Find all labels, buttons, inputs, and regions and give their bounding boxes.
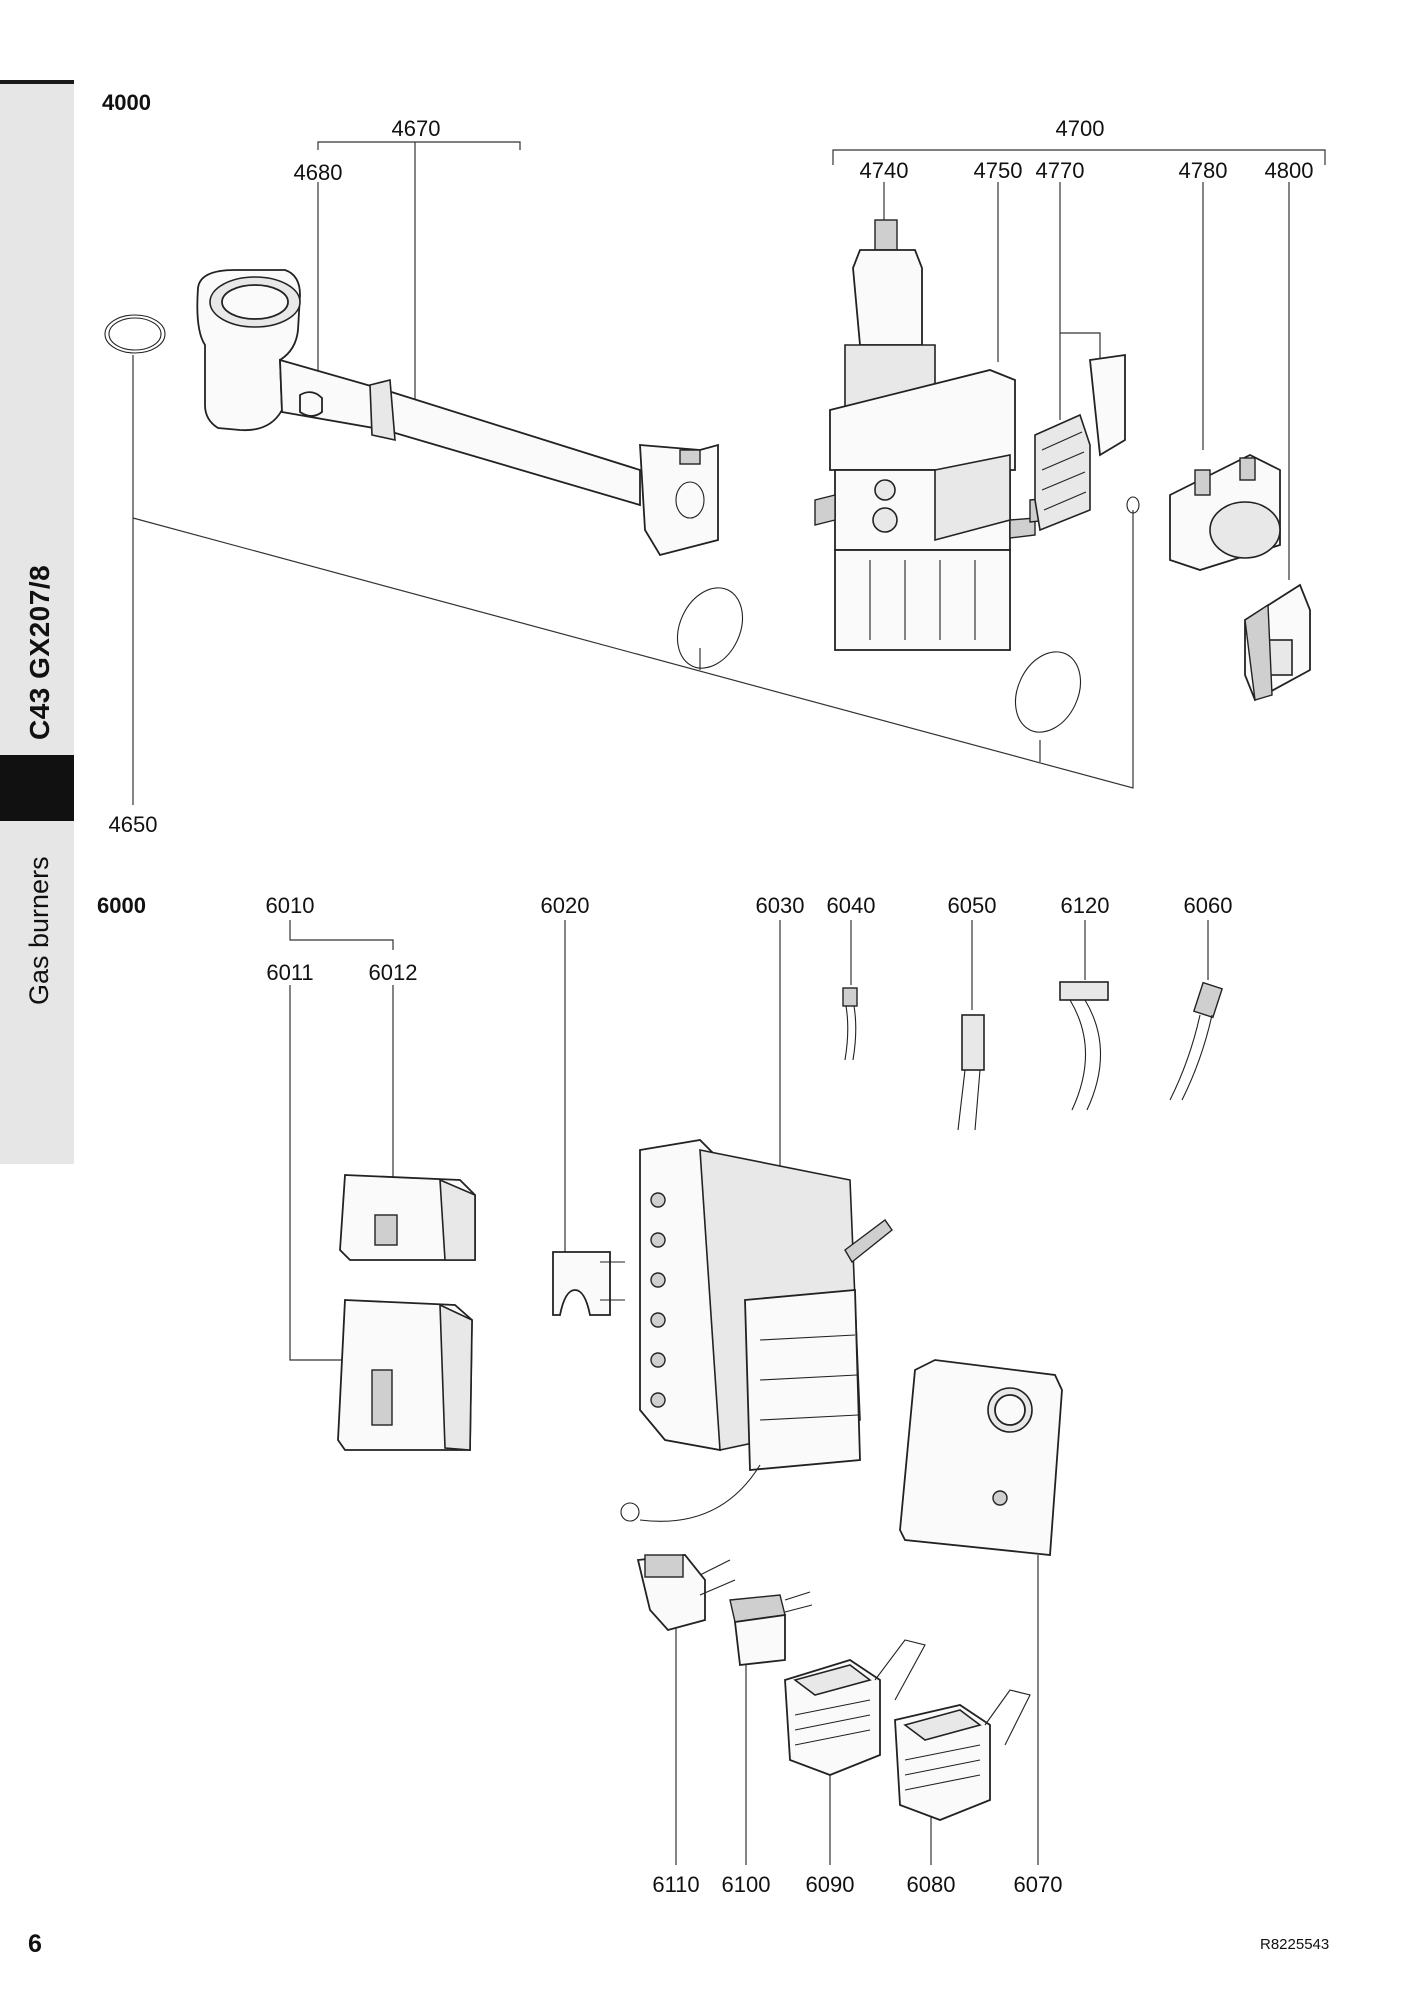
part-label-4750: 4750 <box>973 158 1023 183</box>
part-label-6110: 6110 <box>652 1872 700 1897</box>
sidebar-panel <box>0 84 74 1164</box>
sidebar-marker-block <box>0 755 74 821</box>
part-label-6100: 6100 <box>721 1872 771 1897</box>
part-label-6030: 6030 <box>755 893 805 918</box>
part-label-6070: 6070 <box>1013 1872 1063 1897</box>
document-reference: R8225543 <box>1260 1936 1330 1953</box>
clamp-4800 <box>1244 583 1311 702</box>
sensor-6060 <box>1169 981 1224 1101</box>
small-seal <box>1126 496 1140 514</box>
part-label-4680: 4680 <box>293 160 343 185</box>
cable-6040 <box>842 987 858 1061</box>
part-label-4700: 4700 <box>1055 116 1105 141</box>
plug-6011 <box>337 1299 473 1451</box>
part-label-4770: 4770 <box>1035 158 1085 183</box>
part-label-4800: 4800 <box>1264 158 1314 183</box>
connector-6110 <box>636 1554 736 1632</box>
leader-lines-6000 <box>289 920 1209 1865</box>
part-label-6060: 6060 <box>1183 893 1233 918</box>
pressure-switch-4780 <box>1169 453 1281 571</box>
valve-plug-6090 <box>784 1639 926 1776</box>
gas-pipe-4670 <box>196 269 719 557</box>
part-label-4650: 4650 <box>108 812 158 837</box>
gas-valve-4700 <box>814 219 1051 651</box>
plug-6012 <box>339 1174 476 1261</box>
o-ring-4650-b <box>676 587 744 669</box>
leader-lines-4000 <box>132 141 1326 805</box>
cable-6050 <box>957 1014 985 1131</box>
part-label-6090: 6090 <box>805 1872 855 1897</box>
control-unit-6030 <box>620 1139 893 1522</box>
part-label-6080: 6080 <box>906 1872 956 1897</box>
part-label-6011: 6011 <box>266 960 314 985</box>
part-label-6020: 6020 <box>540 893 590 918</box>
cable-6120 <box>1059 981 1109 1111</box>
connector-6100 <box>729 1591 813 1666</box>
bridge-6020 <box>552 1251 625 1316</box>
cover-6070 <box>899 1359 1063 1556</box>
o-ring-4650-c <box>1014 651 1082 733</box>
part-label-6010: 6010 <box>265 893 315 918</box>
part-label-4780: 4780 <box>1178 158 1228 183</box>
part-label-6050: 6050 <box>947 893 997 918</box>
part-label-4670: 4670 <box>391 116 441 141</box>
page-number: 6 <box>28 1930 42 1958</box>
valve-plug-6080 <box>894 1689 1031 1821</box>
part-label-6120: 6120 <box>1060 893 1110 918</box>
filter-4770 <box>1034 353 1126 532</box>
section-heading-6000: 6000 <box>97 893 146 918</box>
o-ring-4650 <box>104 314 166 354</box>
part-label-6040: 6040 <box>826 893 876 918</box>
part-label-4740: 4740 <box>859 158 909 183</box>
part-label-6012: 6012 <box>368 960 418 985</box>
section-heading-4000: 4000 <box>102 90 151 115</box>
